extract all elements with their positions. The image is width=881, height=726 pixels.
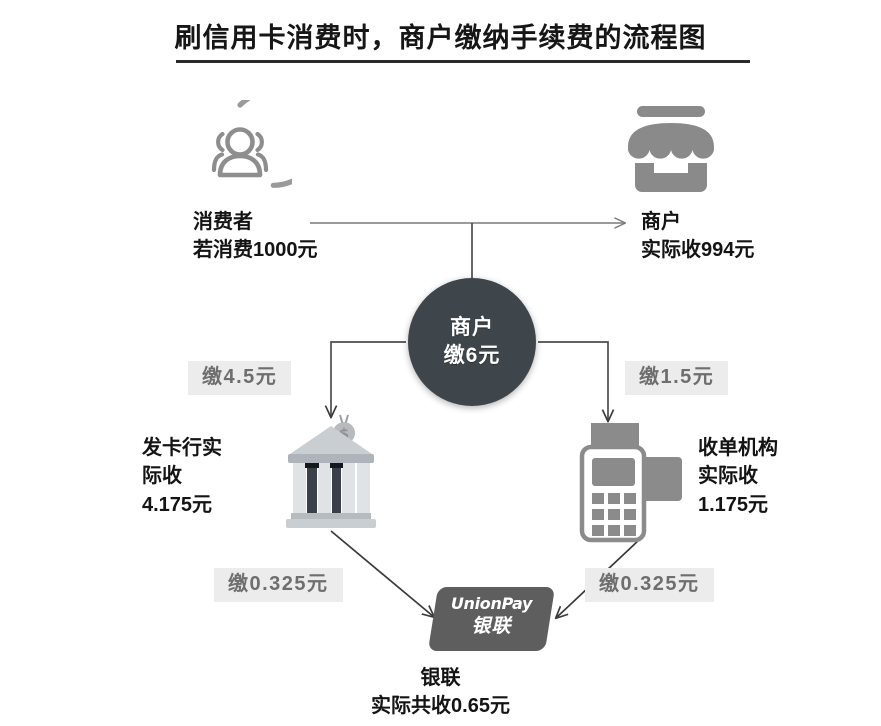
- fee-tag-to-bank: 缴4.5元: [188, 361, 292, 395]
- issuing-bank-label: 发卡行实 际收 4.175元: [142, 434, 222, 519]
- fee-tag-acquirer-to-unionpay: 缴0.325元: [585, 568, 714, 602]
- issuing-bank-label-line2: 际收: [142, 465, 182, 488]
- acquirer-label-line1: 收单机构: [698, 437, 778, 459]
- unionpay-logo-icon: UnionPay 银联: [427, 587, 556, 651]
- title-underline: [176, 60, 750, 63]
- merchant-fee-circle: 商户 缴6元: [408, 278, 536, 406]
- wire-circle-to-acquirer: [538, 341, 608, 421]
- people-group-icon: [188, 88, 323, 204]
- merchant-fee-line2: 缴6元: [443, 344, 501, 367]
- issuing-bank-label-line1: 发卡行实: [142, 437, 222, 459]
- fee-tag-to-acquirer: 缴1.5元: [625, 361, 729, 395]
- merchant-label: 商户 实际收994元: [641, 208, 754, 265]
- bank-building-icon: $: [282, 413, 380, 531]
- merchant-label-line2: 实际收994元: [641, 239, 755, 262]
- wire-circle-to-bank: [331, 341, 406, 417]
- merchant-label-line1: 商户: [641, 211, 681, 233]
- unionpay-label: 银联 实际共收0.65元: [0, 664, 881, 721]
- unionpay-logo-wordmark: UnionPay: [450, 594, 533, 613]
- storefront-icon: [620, 101, 722, 198]
- acquirer-label-line2: 实际收: [698, 465, 758, 488]
- issuing-bank-label-line3: 4.175元: [142, 493, 213, 516]
- fee-tag-bank-to-unionpay: 缴0.325元: [214, 568, 343, 602]
- unionpay-logo-cn: 银联: [471, 616, 512, 637]
- pos-terminal-icon: [572, 417, 682, 545]
- consumer-label-line1: 消费者: [193, 211, 253, 233]
- unionpay-label-line2: 实际共收0.65元: [371, 695, 510, 718]
- page-title: 刷信用卡消费时，商户缴纳手续费的流程图: [174, 23, 707, 53]
- svg-text:$: $: [339, 425, 349, 443]
- acquirer-label-line3: 1.175元: [698, 493, 769, 516]
- consumer-label: 消费者 若消费1000元: [193, 208, 318, 265]
- consumer-label-line2: 若消费1000元: [193, 239, 318, 262]
- merchant-fee-line1: 商户: [450, 315, 494, 339]
- acquirer-label: 收单机构 实际收 1.175元: [698, 434, 778, 519]
- unionpay-label-line1: 银联: [420, 667, 461, 689]
- wire-bank-to-unionpay: [330, 530, 434, 617]
